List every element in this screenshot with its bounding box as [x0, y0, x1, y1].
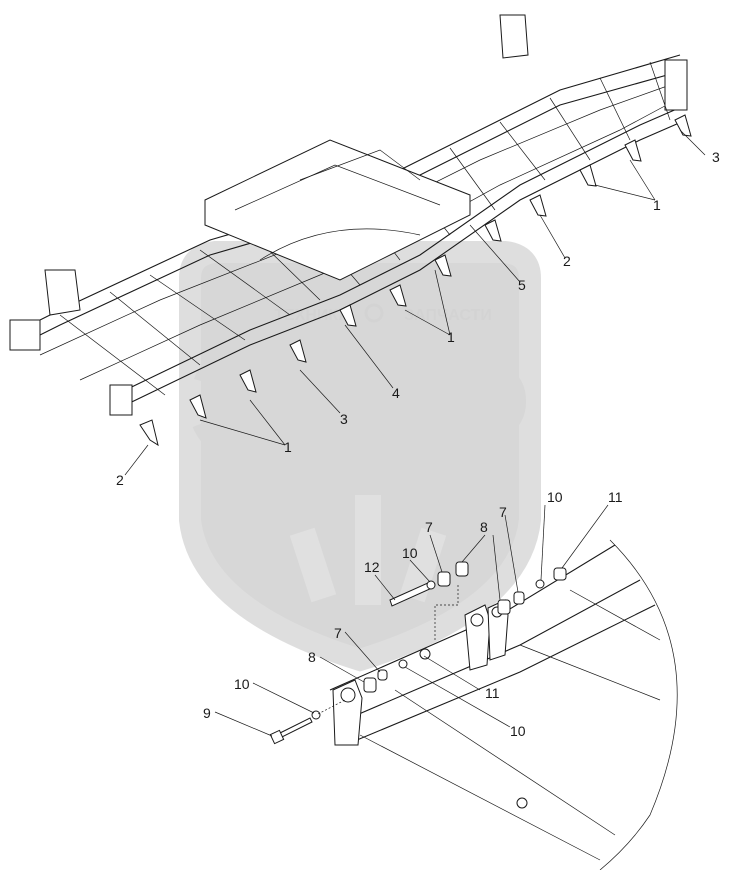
- watermark: ЭПФ ТЕХНИКА ЗАПЧАСТИ: [179, 241, 541, 672]
- callout-10-c: 10: [402, 545, 418, 561]
- callout-12: 12: [364, 559, 380, 575]
- gear-icon: [364, 303, 384, 323]
- callout-2-left: 2: [116, 472, 124, 488]
- callouts-lower: 9 10 8 7 11 10 12 10 7 8 7 10 11: [203, 489, 623, 739]
- callout-7-c: 7: [499, 504, 507, 520]
- leader-lines-lower: [214, 504, 609, 737]
- watermark-brand-right: ЗАПЧАСТИ: [404, 307, 492, 324]
- callout-3-right: 3: [712, 149, 720, 165]
- callout-8-b: 8: [480, 519, 488, 535]
- callout-10-d: 10: [547, 489, 563, 505]
- cultivator-frame: [9, 14, 692, 447]
- watermark-brand-left: ТЕХНИКА: [274, 307, 350, 324]
- callout-3-left: 3: [340, 411, 348, 427]
- callout-5: 5: [518, 277, 526, 293]
- leader-lines-upper: [124, 129, 706, 476]
- callout-4: 4: [392, 385, 400, 401]
- callout-8-a: 8: [308, 649, 316, 665]
- callout-10-b: 10: [510, 723, 526, 739]
- wheat-emblem: [289, 495, 447, 605]
- callout-1-left: 1: [284, 439, 292, 455]
- callout-1-right: 1: [653, 197, 661, 213]
- hinge-detail: [269, 539, 678, 870]
- callout-7-a: 7: [334, 625, 342, 641]
- callout-7-b: 7: [425, 519, 433, 535]
- callouts-upper: 3 1 2 5 1 4 3 1 2: [116, 149, 720, 488]
- callout-1-center: 1: [447, 329, 455, 345]
- callout-11-b: 11: [608, 489, 623, 505]
- tines: [139, 114, 692, 447]
- callout-11-a: 11: [485, 685, 500, 701]
- callout-10-a: 10: [234, 676, 250, 692]
- callout-2-right: 2: [563, 253, 571, 269]
- callout-9: 9: [203, 705, 211, 721]
